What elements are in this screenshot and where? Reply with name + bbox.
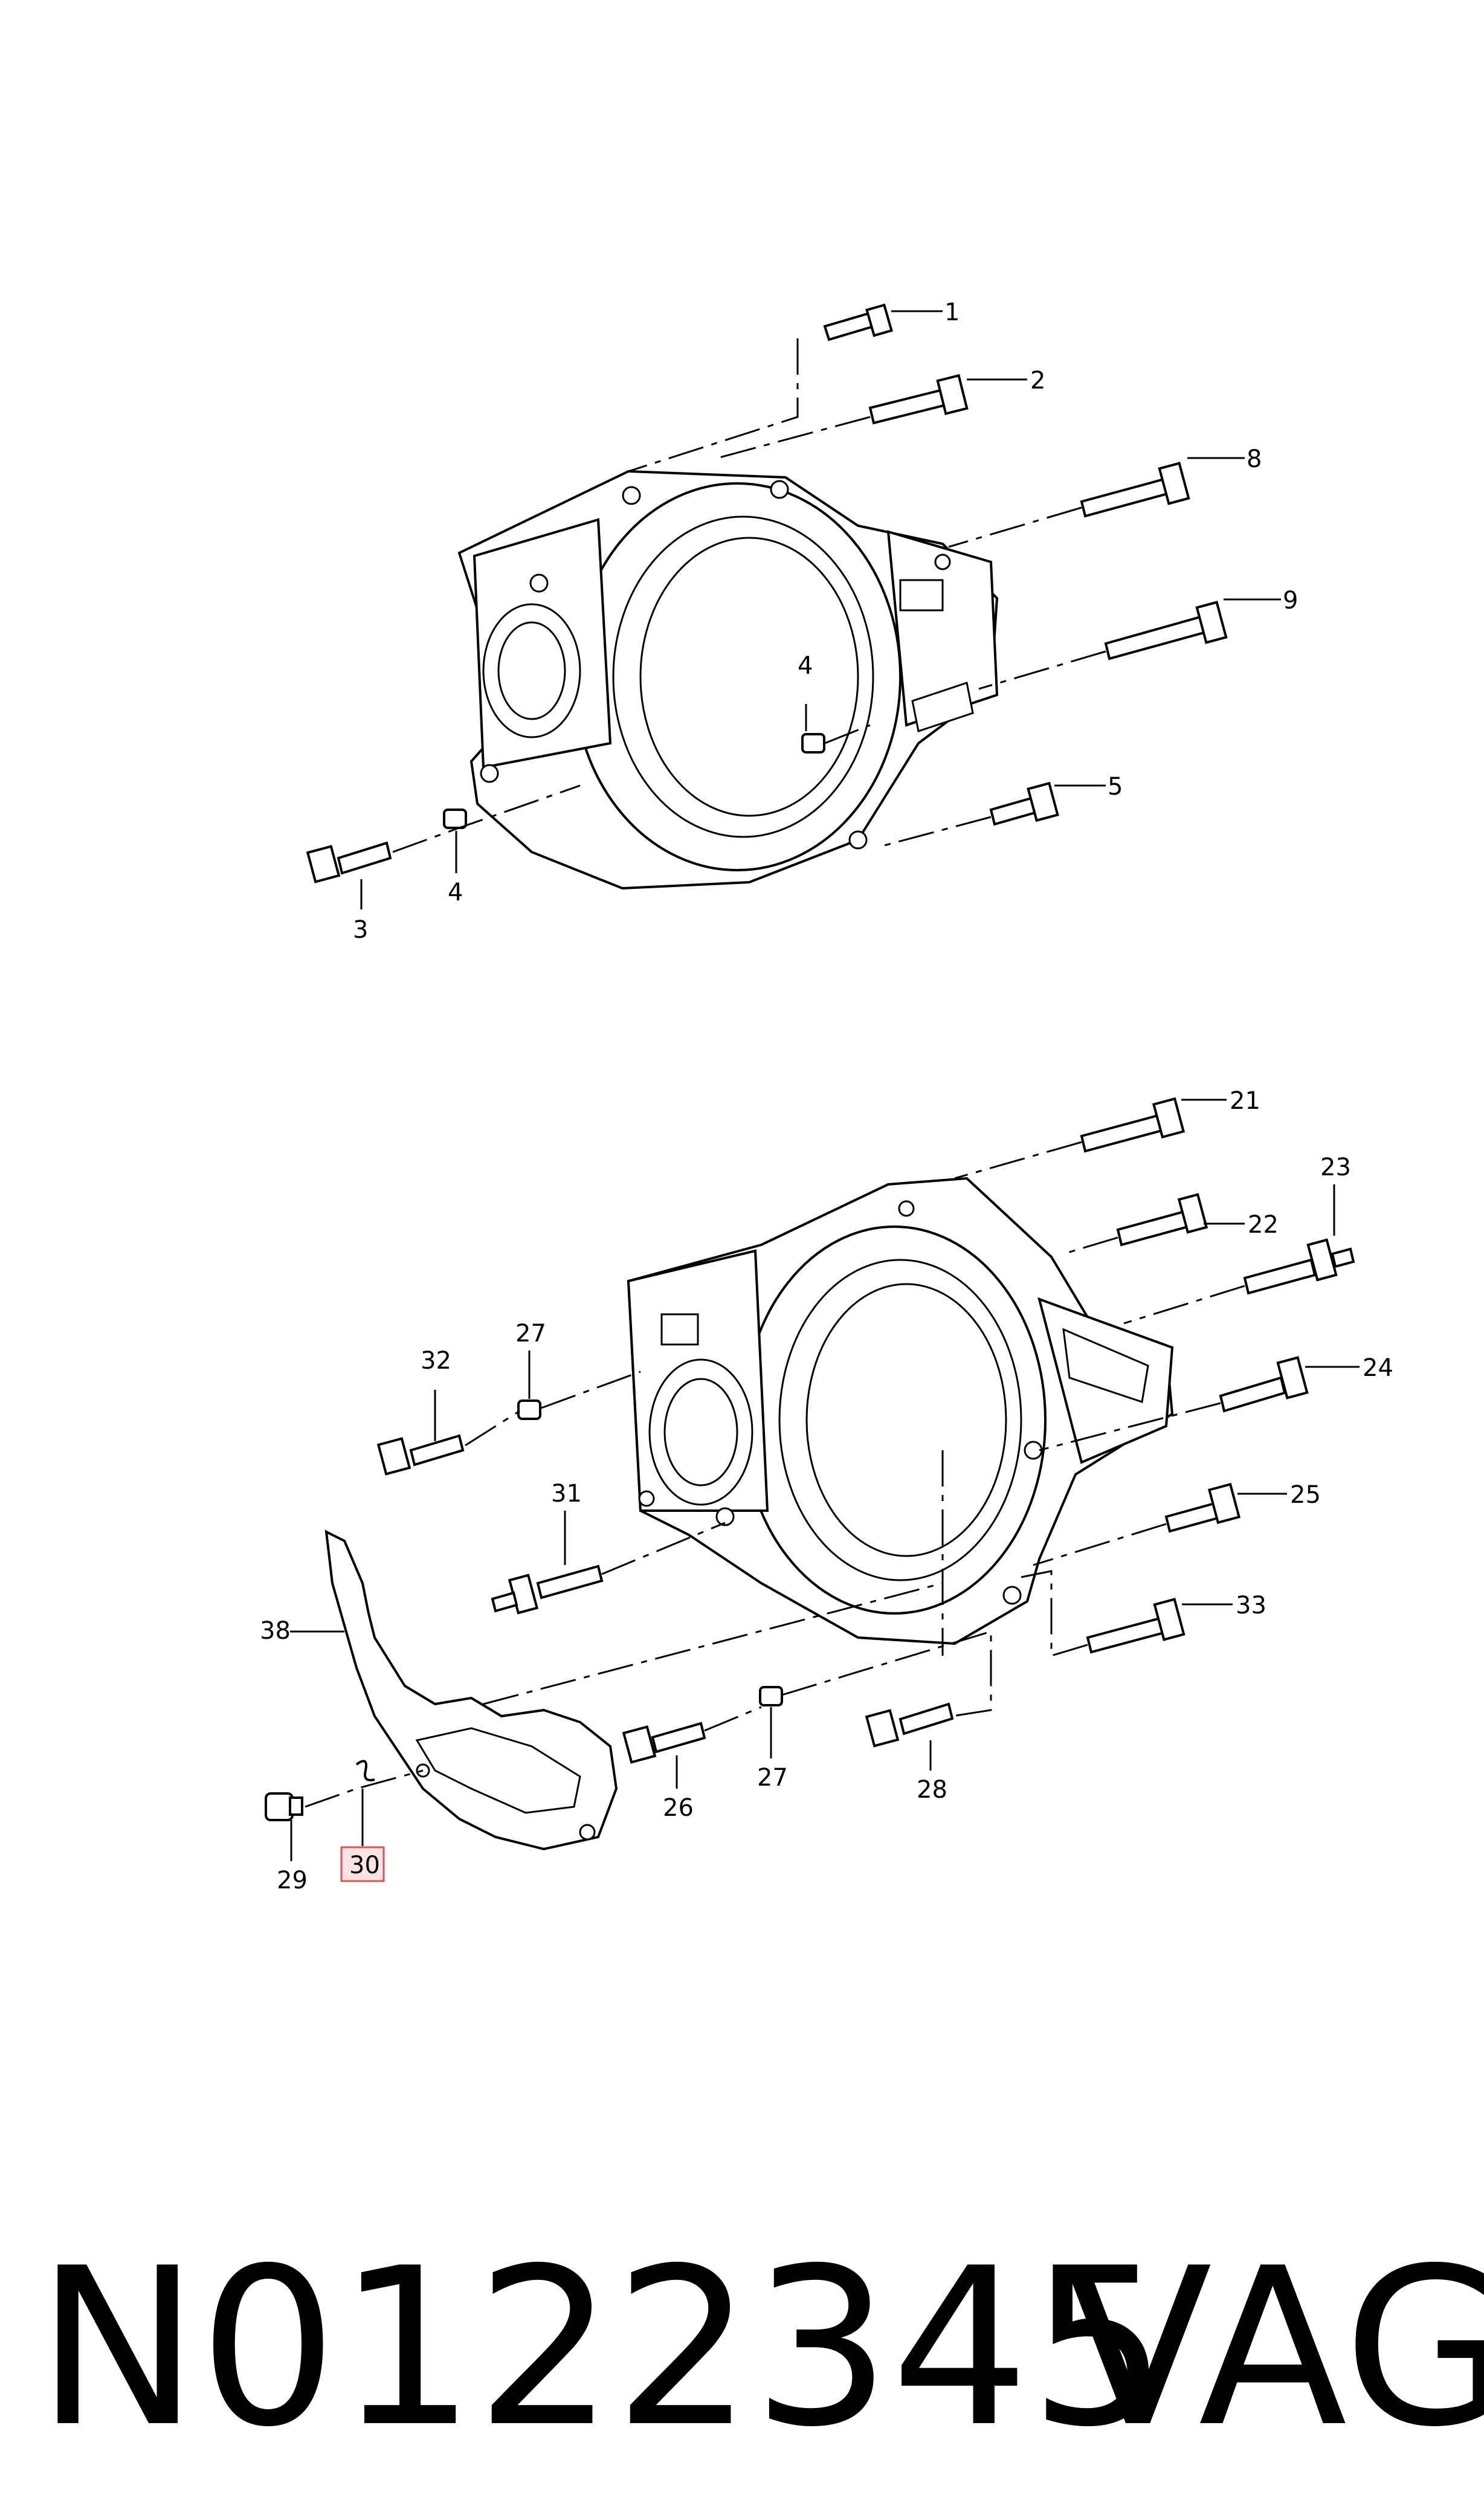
callout-28: 28 (917, 1776, 947, 1804)
bottom-bell-housing (627, 1177, 1174, 1645)
bottom-bolt-21 (1080, 1097, 1186, 1153)
callout-2: 2 (1030, 367, 1045, 395)
callout-25: 25 (1290, 1481, 1321, 1509)
bottom-bolt-32 (376, 1434, 465, 1476)
callout-26: 26 (663, 1794, 694, 1822)
callout-8: 8 (1247, 445, 1262, 473)
footer-brand: VAG (1063, 2221, 1484, 2474)
top-bolt-3 (306, 841, 392, 883)
top-bell-housing (457, 470, 999, 890)
bottom-bolt-29 (265, 1792, 303, 1821)
callout-21: 21 (1230, 1087, 1260, 1115)
bottom-bolt-26 (622, 1722, 706, 1764)
bottom-bolt-25 (1164, 1482, 1241, 1533)
callout-1: 1 (944, 299, 960, 326)
callout-9: 9 (1283, 587, 1298, 615)
callout-22: 22 (1248, 1211, 1279, 1239)
top-bolt-1 (823, 303, 893, 341)
top-stud-8 (1080, 462, 1190, 518)
bottom-bolt-28 (865, 1702, 954, 1748)
bottom-stud-33 (1086, 1598, 1186, 1654)
callout-33: 33 (1236, 1592, 1266, 1619)
bottom-stud-23 (1243, 1238, 1355, 1295)
callout-23: 23 (1320, 1154, 1351, 1181)
top-dowel-4b (443, 809, 467, 829)
callout-27-lower: 27 (757, 1764, 788, 1792)
bottom-stud-22 (1116, 1193, 1208, 1247)
callout-30-highlight (340, 1846, 385, 1882)
top-bolt-2 (868, 374, 969, 425)
top-stud-9 (1104, 601, 1228, 660)
callout-4-lower: 4 (448, 879, 463, 906)
callout-3: 3 (353, 916, 368, 944)
bottom-stud-24 (1219, 1356, 1309, 1413)
callout-31: 31 (551, 1480, 582, 1508)
top-bolt-5 (989, 781, 1059, 826)
callout-5: 5 (1108, 773, 1123, 801)
callout-24: 24 (1363, 1354, 1393, 1382)
footer-part-number: N0122345 (36, 2221, 1168, 2474)
callout-32: 32 (421, 1347, 451, 1375)
callout-38: 38 (260, 1617, 291, 1645)
bottom-dowel-27b (759, 1686, 783, 1706)
bottom-dowel-27a (517, 1399, 541, 1420)
bottom-clip-30 (355, 1760, 375, 1781)
bottom-stud-31 (491, 1564, 604, 1615)
callout-29: 29 (277, 1867, 308, 1894)
callout-27-upper: 27 (515, 1320, 546, 1348)
callout-4-upper: 4 (798, 652, 813, 680)
top-dowel-4a (801, 733, 825, 754)
callout-30: 30 (349, 1851, 380, 1879)
